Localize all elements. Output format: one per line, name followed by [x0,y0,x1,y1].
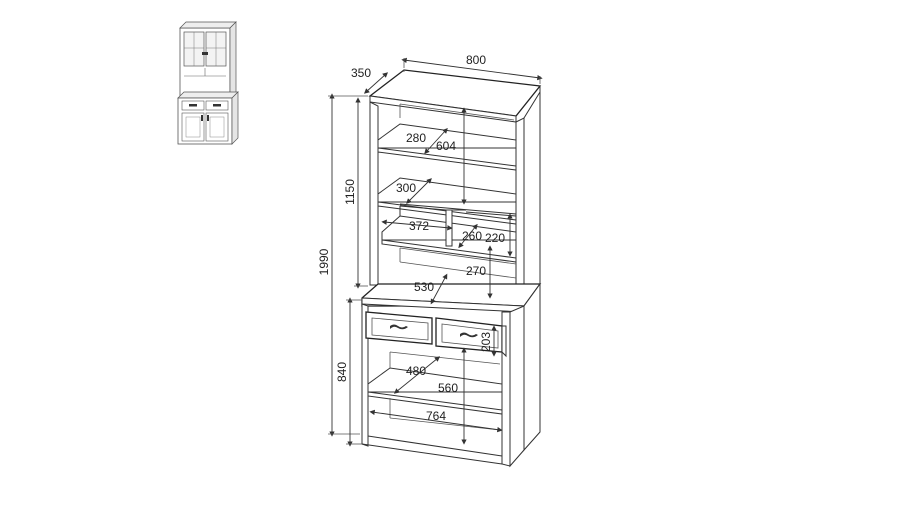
dim-total-height: 1990 [317,248,331,275]
dim-worktop-depth: 530 [414,280,434,294]
dimension-labels: 800 350 1990 1150 840 280 604 300 372 26… [317,53,505,423]
dim-upper-shelf-depth: 280 [406,131,426,145]
dim-inner-width: 764 [426,409,446,423]
cabinet-main [361,69,542,468]
thumbnail-cabinet [177,21,239,145]
dim-width: 800 [466,53,486,67]
dim-lower-shelf-depth: 480 [406,364,426,378]
dim-top-height: 1150 [343,179,357,205]
dim-niche-height: 220 [485,231,505,245]
drawer-handle-icon [460,332,478,338]
dim-niche-width: 372 [409,219,429,233]
drawer-right[interactable] [435,317,507,358]
drawer-left[interactable] [365,311,433,345]
dim-niche-depth: 260 [462,229,482,243]
hutch-left-side [369,101,379,286]
dim-bottom-height: 840 [335,362,349,382]
dim-upper-shelf-gap: 604 [436,139,456,153]
dimension-lines [328,57,543,447]
dim-drawer-height: 203 [479,332,493,352]
dim-lower-gap: 560 [438,381,458,395]
lower-shelf [367,367,503,393]
dim-depth: 350 [351,66,371,80]
dim-open-gap: 270 [466,264,486,278]
drawer-handle-icon [390,324,408,330]
dim-mid-shelf-depth: 300 [396,181,416,195]
hutch-right-side [523,90,541,302]
base-right-side [509,305,525,468]
